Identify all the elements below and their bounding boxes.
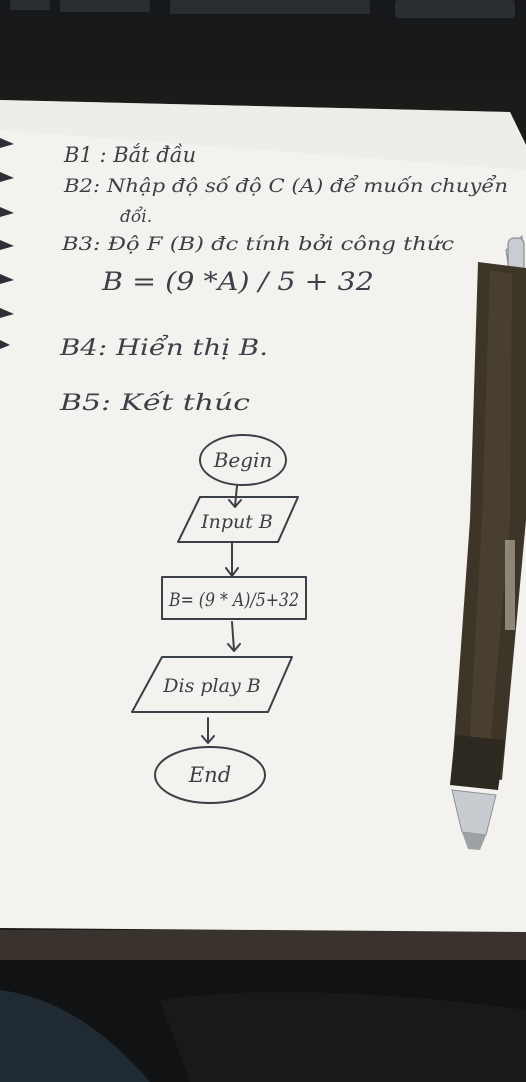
flowchart-process-rectangle: B= (9 * A)/5+32 xyxy=(161,576,307,620)
flowchart-process-label: B= (9 * A)/5+32 xyxy=(168,589,299,611)
note-step4: B4: Hiển thị B. xyxy=(59,333,268,361)
note-step5: B5: Kết thúc xyxy=(59,390,250,416)
flowchart-start-terminal: Begin xyxy=(199,434,287,486)
flowchart-output-label: Dis play B xyxy=(162,675,260,697)
flowchart-arrow-4 xyxy=(201,717,215,744)
pen-tip xyxy=(451,789,497,836)
pen-grip xyxy=(450,735,505,790)
flowchart-end-label: End xyxy=(188,763,231,787)
keyboard xyxy=(10,0,515,18)
flowchart-end-terminal: End xyxy=(154,746,266,804)
flowchart-input-label: Input B xyxy=(200,511,273,533)
note-step2-line2: đổi. xyxy=(120,207,152,227)
flowchart-input-parallelogram: Input B xyxy=(177,496,299,543)
note-step3: B3: Độ F (B) đc tính bởi công thức xyxy=(61,233,455,255)
spiral-binding-holes xyxy=(0,138,14,349)
note-step1: B1 : Bắt đầu xyxy=(63,143,196,167)
note-formula: B = (9 *A) / 5 + 32 xyxy=(101,267,374,296)
pen-print-band xyxy=(505,540,515,630)
flowchart-output-parallelogram: Dis play B xyxy=(131,656,293,713)
flowchart-start-label: Begin xyxy=(213,448,273,472)
flowchart-arrow-3 xyxy=(227,621,241,652)
note-step2-line1: B2: Nhập độ số độ C (A) để muốn chuyển xyxy=(63,175,508,197)
